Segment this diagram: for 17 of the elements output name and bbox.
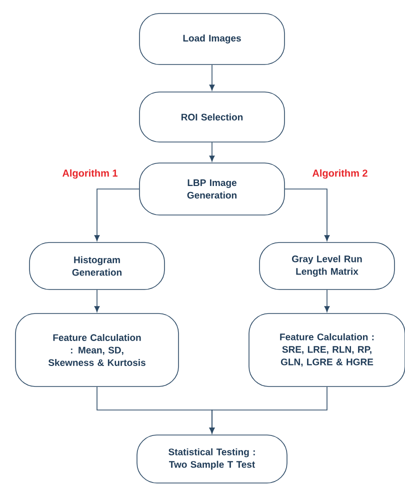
arrow xyxy=(209,386,328,434)
process-box: Statistical Testing : Two Sample T Test xyxy=(136,434,288,484)
process-box: Feature Calculation : Mean, SD, Skewness & Kurtosis xyxy=(15,313,179,387)
process-box: Load Images xyxy=(139,13,285,65)
algorithm-label: Algorithm 1 xyxy=(62,169,118,179)
arrow xyxy=(209,142,215,162)
process-box: Feature Calculation : SRE, LRE, RLN, RP, GLN, LGRE & HGRE xyxy=(248,313,405,387)
arrow xyxy=(324,290,330,312)
process-box: Histogram Generation xyxy=(29,242,165,290)
arrow xyxy=(94,188,140,242)
arrow xyxy=(209,64,215,91)
algorithm-label: Algorithm 2 xyxy=(312,169,368,179)
process-box: LBP Image Generation xyxy=(139,162,285,216)
process-box: Gray Level Run Length Matrix xyxy=(259,242,395,290)
arrow xyxy=(94,290,100,312)
arrow xyxy=(284,188,330,242)
process-box: ROI Selection xyxy=(139,92,285,142)
